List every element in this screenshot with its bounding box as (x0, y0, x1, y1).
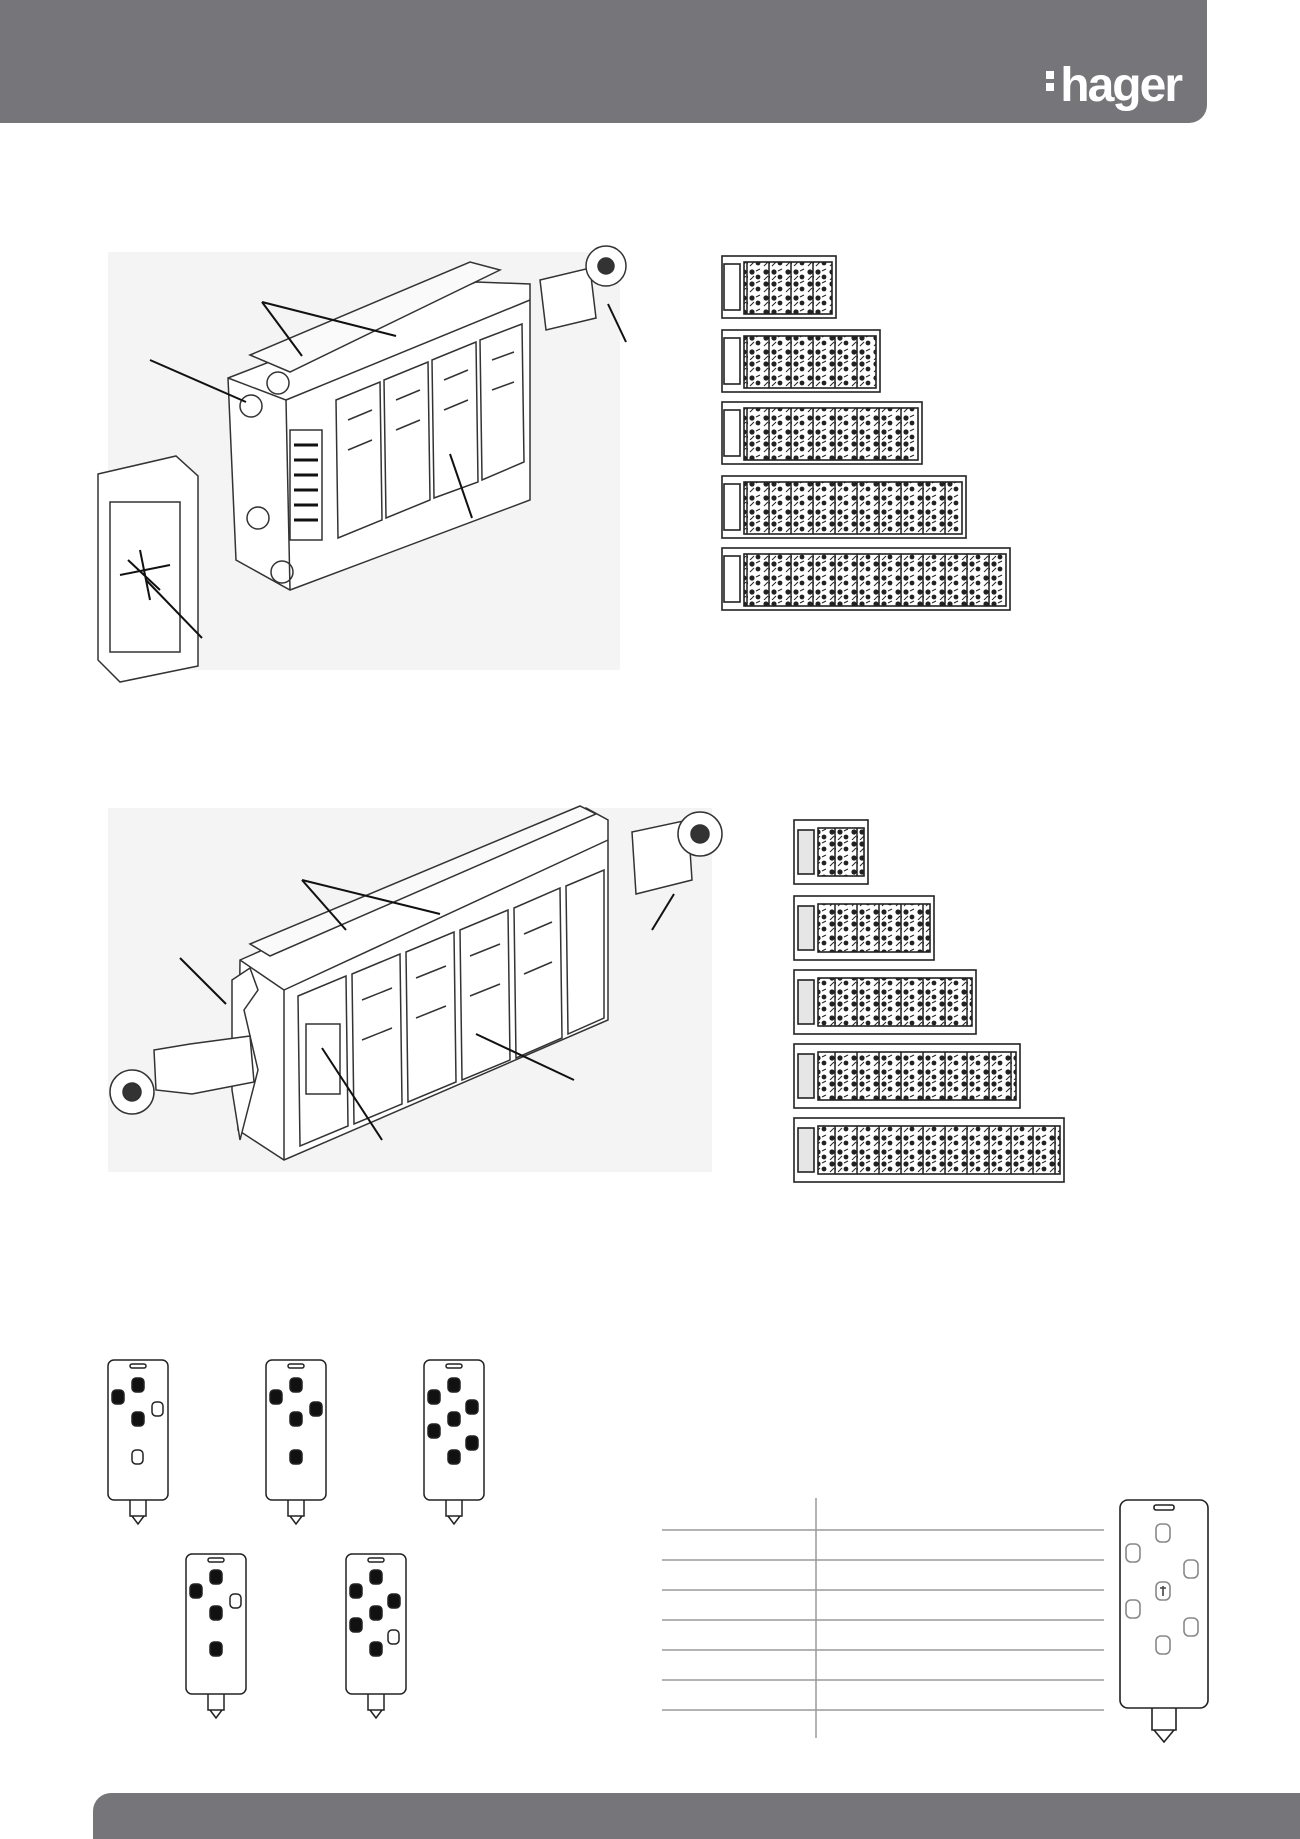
header-bar: hager (0, 0, 1207, 123)
logo-colon-icon (1046, 67, 1056, 95)
enclosure-1-figure (97, 245, 627, 683)
enclosure-1-knockout-base (270, 560, 294, 584)
range-2-item (793, 1043, 1021, 1109)
range-1-item (721, 401, 923, 465)
enclosure-1-leaders (145, 301, 627, 639)
range-2-item (793, 819, 869, 885)
faceplate-group (107, 1359, 485, 1720)
faceplate-2 (265, 1359, 327, 1526)
enclosure-1-rail (248, 261, 503, 373)
enclosure-1-knockout-side (239, 394, 263, 418)
enclosure-1-modules (335, 322, 525, 540)
enclosure-2-leaders (179, 879, 675, 1141)
range-1-item (721, 329, 881, 393)
enclosure-1-rim (285, 299, 531, 401)
enclosure-1-terminal-block (289, 429, 323, 541)
enclosure-2-modules (297, 868, 605, 1148)
range-1-item (721, 475, 967, 539)
range-2-item (793, 1117, 1065, 1183)
range-2-item (793, 895, 935, 961)
enclosure-2-left-plug (153, 1035, 255, 1095)
faceplate-3 (423, 1359, 485, 1526)
pinout-faceplate (1119, 1499, 1209, 1744)
range-2-item (793, 969, 977, 1035)
logo-text: hager (1060, 59, 1183, 112)
enclosure-1-end-bracket (539, 267, 597, 331)
pinout-contacts (1125, 1523, 1199, 1655)
enclosure-range-2 (793, 819, 1065, 1183)
faceplate-4 (185, 1553, 247, 1720)
enclosure-2-end-bracket (631, 819, 693, 895)
faceplate-5 (345, 1553, 407, 1720)
enclosure-1-knockout-bottom (246, 506, 270, 530)
hager-logo: hager (1046, 59, 1183, 112)
range-1-item (721, 255, 837, 319)
enclosure-range-1 (721, 255, 1011, 611)
enclosure-1-cover-label (109, 501, 181, 653)
enclosure-2-figure (108, 805, 723, 1172)
enclosure-1-knockout-top (266, 371, 290, 395)
footer-bar (93, 1793, 1300, 1839)
pin-table (662, 1498, 1104, 1738)
range-1-item (721, 547, 1011, 611)
enclosure-2-rim (283, 839, 609, 991)
faceplate-1 (107, 1359, 169, 1526)
